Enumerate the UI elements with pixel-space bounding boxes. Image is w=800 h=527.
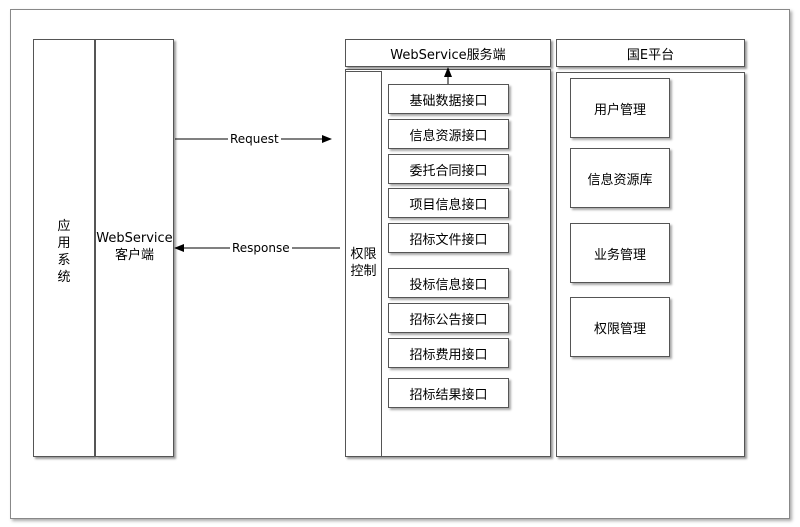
ws-client-label: WebService 客户端 [95, 230, 174, 264]
interface-label: 招标公告接口 [409, 312, 488, 328]
module-label: 用户管理 [593, 102, 646, 118]
module-label: 业务管理 [593, 247, 646, 263]
ws-server-header: WebService服务端 [345, 39, 551, 67]
interface-label: 委托合同接口 [409, 163, 488, 179]
platform-title: 国E平台 [626, 47, 675, 63]
interface-item: 基础数据接口 [388, 84, 509, 114]
interface-label: 招标文件接口 [409, 232, 488, 248]
module-label: 权限管理 [593, 321, 646, 337]
ws-client-line2: 客户端 [114, 248, 154, 263]
platform-module: 权限管理 [570, 297, 670, 357]
interface-label: 基础数据接口 [409, 93, 488, 109]
app-system-char: 统 [57, 270, 71, 285]
interface-item: 项目信息接口 [388, 188, 509, 218]
platform-module: 信息资源库 [570, 148, 670, 208]
interface-item: 招标文件接口 [388, 223, 509, 253]
request-label: Request [228, 132, 281, 146]
app-system-char: 系 [57, 253, 71, 268]
interface-label: 招标结果接口 [409, 387, 488, 403]
platform-module: 用户管理 [570, 78, 670, 138]
interface-label: 招标费用接口 [409, 347, 488, 363]
interface-label: 投标信息接口 [409, 277, 488, 293]
response-label: Response [230, 241, 292, 255]
module-label: 信息资源库 [587, 172, 653, 188]
ws-server-title: WebService服务端 [390, 47, 506, 63]
interface-item: 招标费用接口 [388, 338, 509, 368]
app-system-char: 用 [57, 236, 71, 251]
interface-item: 招标结果接口 [388, 378, 509, 408]
app-system-label: 应 用 系 统 [33, 218, 95, 286]
interface-label: 信息资源接口 [409, 128, 488, 144]
ws-client-box [95, 39, 174, 457]
app-system-char: 应 [57, 219, 71, 234]
auth-line2: 控制 [350, 264, 377, 279]
app-system-box [33, 39, 95, 457]
interface-item: 投标信息接口 [388, 268, 509, 298]
interface-item: 信息资源接口 [388, 119, 509, 149]
interface-item: 委托合同接口 [388, 154, 509, 184]
platform-header: 国E平台 [556, 39, 745, 67]
auth-control-box [345, 71, 382, 457]
platform-module: 业务管理 [570, 223, 670, 283]
auth-line1: 权限 [350, 247, 377, 262]
ws-client-line1: WebService [96, 231, 173, 246]
interface-label: 项目信息接口 [409, 197, 488, 213]
interface-item: 招标公告接口 [388, 303, 509, 333]
auth-control-label: 权限 控制 [345, 246, 382, 280]
